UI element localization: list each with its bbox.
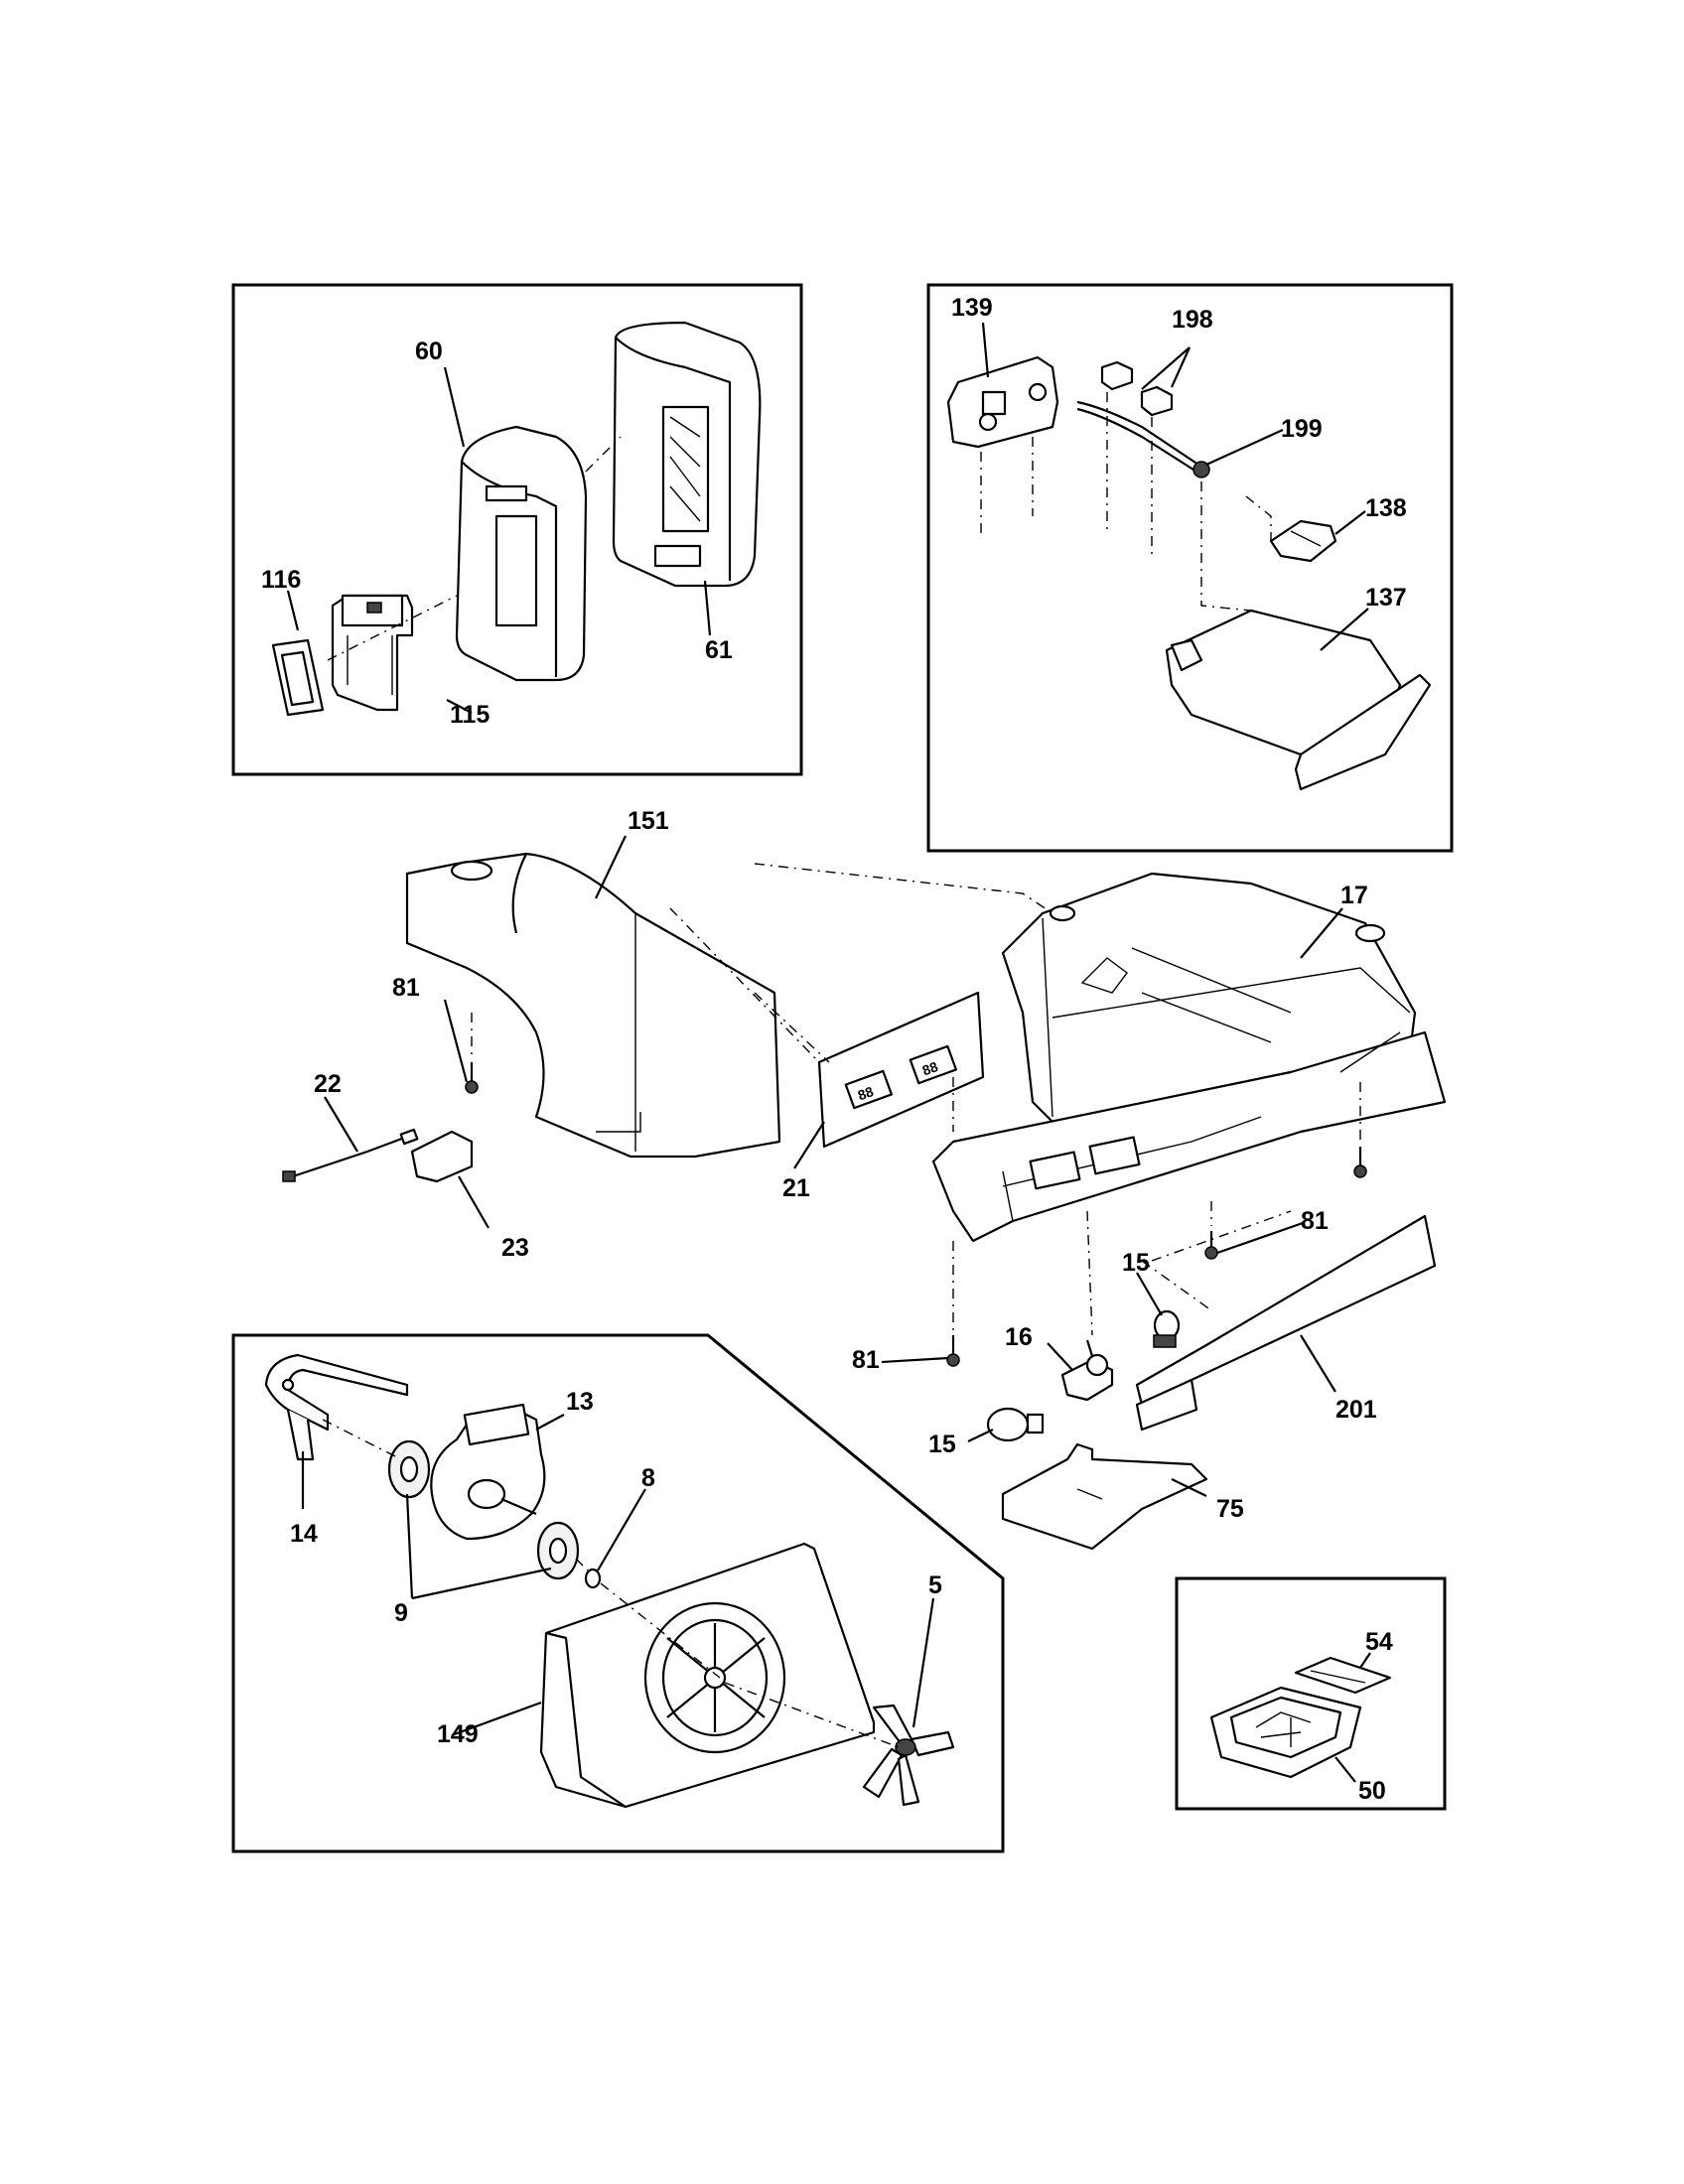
label-60: 60 [415,338,443,365]
part-81-screw-left [465,1062,479,1094]
inset-box-air-duct [231,283,803,776]
part-61-duct-housing [612,321,762,588]
label-50: 50 [1358,1777,1386,1805]
label-151: 151 [628,807,669,835]
label-16: 16 [1005,1323,1033,1351]
part-139-control-module [946,355,1059,449]
part-21-display-board: 88 88 [817,991,985,1149]
part-75-lower-shield [1001,1442,1208,1551]
part-198-clips [1100,360,1174,417]
part-14-mount-bracket [264,1353,409,1461]
part-199-wire-harness [1076,400,1210,478]
label-14: 14 [290,1520,318,1548]
label-17: 17 [1340,882,1368,909]
part-81-screw-right [1353,1147,1367,1178]
part-60-duct [455,425,588,682]
inset-box-ice-maker-controls [926,283,1454,853]
part-15-bulb-right [1153,1309,1181,1348]
part-138-bracket [1269,519,1337,563]
label-201: 201 [1335,1396,1377,1424]
display-readout-1: 88 [856,1083,876,1103]
part-5-fan-blade [862,1704,955,1807]
part-8-washer [584,1568,602,1589]
label-54: 54 [1365,1628,1393,1656]
part-22-sensor-wire [282,1128,419,1182]
label-139: 139 [951,294,993,322]
part-13-fan-motor [430,1403,546,1541]
label-149: 149 [437,1720,479,1748]
label-138: 138 [1365,494,1407,522]
label-137: 137 [1365,584,1407,612]
part-16-lamp-socket [1060,1339,1114,1402]
inset-box-fan-assembly [231,1333,1005,1853]
label-15-left: 15 [928,1431,956,1458]
label-75: 75 [1216,1495,1244,1523]
label-81-left: 81 [392,974,420,1002]
part-149-fan-shroud [539,1542,876,1809]
label-61: 61 [705,636,733,664]
inset-box-ice-bin [1175,1576,1447,1811]
label-116: 116 [261,566,301,594]
label-198: 198 [1172,306,1213,334]
label-81-bottom: 81 [852,1346,880,1374]
part-23-sensor-cover [410,1130,474,1183]
label-5: 5 [928,1571,942,1599]
part-15-bulb-left [986,1407,1045,1442]
part-137-ice-maker [1165,609,1432,791]
part-17-dispenser-housing [1001,872,1417,1124]
label-22: 22 [314,1070,342,1098]
part-201-front-panel [1135,1214,1437,1432]
label-9: 9 [394,1599,408,1627]
label-15-right: 15 [1122,1249,1150,1277]
label-21: 21 [782,1174,810,1202]
part-81-screw-bottom [946,1335,960,1367]
label-81-right: 81 [1301,1207,1329,1235]
part-151-duct [405,852,781,1159]
label-13: 13 [566,1388,594,1416]
label-115: 115 [450,701,490,729]
part-81-screw-mid [1204,1231,1218,1260]
display-readout-2: 88 [920,1058,940,1078]
label-23: 23 [501,1234,529,1262]
part-17-front-bezel [931,1030,1447,1243]
part-50-ice-bin [1209,1686,1362,1779]
part-54-strip [1294,1656,1392,1695]
label-8: 8 [641,1464,655,1492]
label-199: 199 [1281,415,1323,443]
part-9-motor-mount-left [387,1439,431,1499]
part-116-gasket [271,638,325,717]
part-9-motor-mount-right [536,1521,580,1580]
part-115-damper [331,594,414,712]
